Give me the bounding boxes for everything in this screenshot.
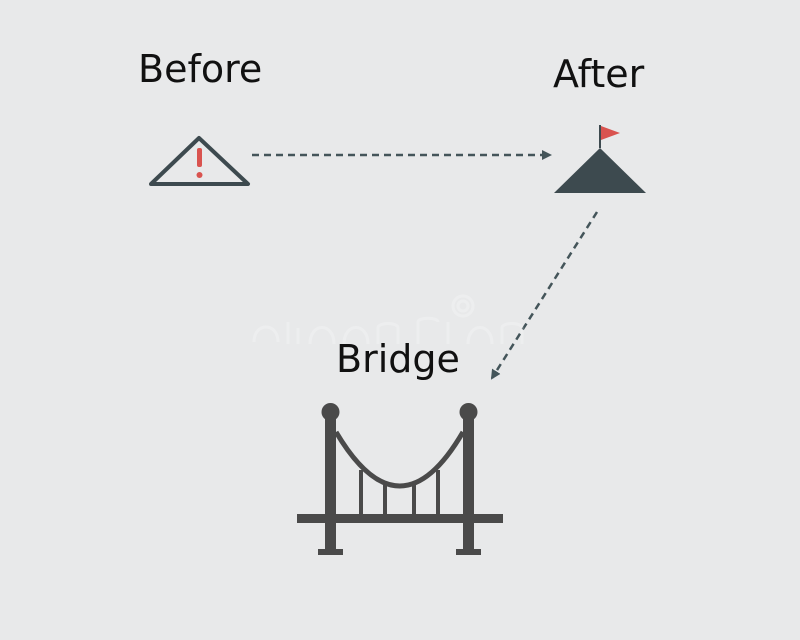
before-label: Before <box>138 47 263 91</box>
after-label: After <box>553 52 645 96</box>
suspension-bridge-icon <box>297 403 503 555</box>
warning-triangle-icon <box>149 136 250 186</box>
arrow-after-to-bridge <box>490 211 599 380</box>
bridge-label: Bridge <box>336 337 460 381</box>
mountain-flag-icon <box>554 125 646 193</box>
